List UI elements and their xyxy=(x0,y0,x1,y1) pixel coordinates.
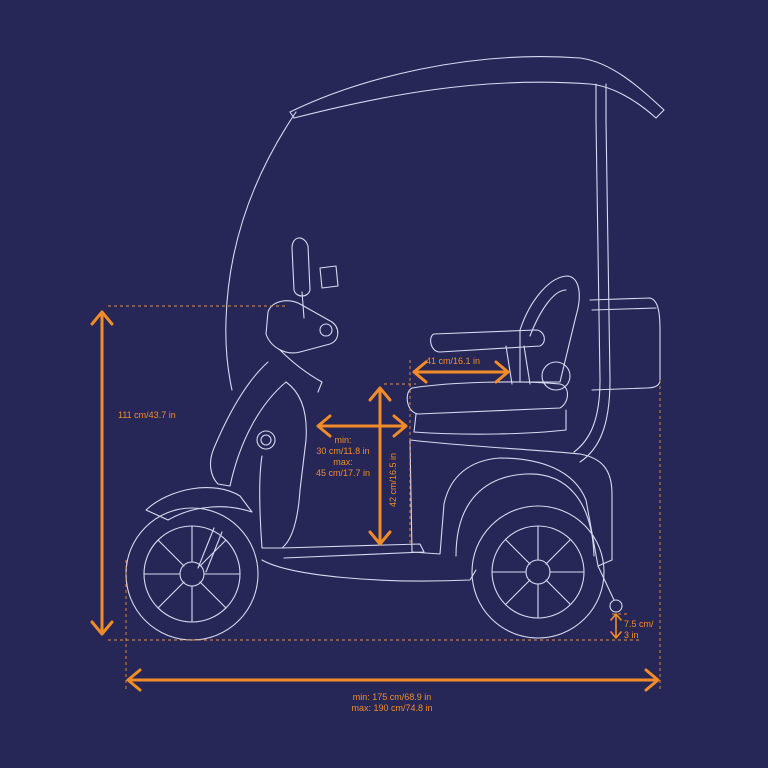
tiller-knob xyxy=(319,323,333,337)
floor-depth-arrow xyxy=(316,414,408,438)
clearance-label-line1: 7.5 cm/ xyxy=(624,619,654,629)
canopy-roof xyxy=(289,56,665,119)
seat-depth-arrow xyxy=(412,360,510,384)
mirror-stem xyxy=(301,291,305,319)
seat-back-inner xyxy=(529,289,567,337)
floor-min-label: min: xyxy=(334,435,351,445)
seat-height-arrow xyxy=(368,386,392,546)
rear-box xyxy=(589,297,661,391)
mirror xyxy=(291,237,311,297)
rear-box-lid xyxy=(591,307,657,311)
mobility-scooter-drawing xyxy=(125,56,665,641)
anti-tip-arm xyxy=(597,565,615,601)
tiller-column xyxy=(279,349,323,393)
clearance-arrow xyxy=(610,613,622,639)
front-spokes xyxy=(143,525,241,623)
rear-fender-arch xyxy=(455,473,595,557)
height-arrow xyxy=(90,310,114,636)
extension-lines xyxy=(108,305,661,690)
lower-chassis xyxy=(261,559,477,582)
headlight-inner xyxy=(260,434,272,446)
floorboard xyxy=(281,543,425,559)
mirror-right xyxy=(319,265,339,289)
anti-tip-wheel xyxy=(609,599,623,613)
small-dimension-arrows xyxy=(610,613,622,639)
seat-depth-label: 41 cm/16.1 in xyxy=(426,356,480,366)
leg-shield xyxy=(259,381,307,549)
dimension-arrows xyxy=(90,310,660,692)
seat-height-label: 42 cm/16.5 in xyxy=(388,453,398,507)
length-min-label: min: 175 cm/68.9 in xyxy=(353,692,432,702)
floor-min-value: 30 cm/11.8 in xyxy=(316,446,369,456)
floor-max-value: 45 cm/17.7 in xyxy=(316,468,370,478)
rear-spokes xyxy=(491,525,585,619)
canopy-pole-inner xyxy=(579,83,611,463)
rear-tire xyxy=(471,505,605,639)
seat-base xyxy=(413,409,567,435)
front-fork xyxy=(197,527,223,573)
front-fairing xyxy=(209,361,287,487)
floor-max-label: max: xyxy=(333,457,353,467)
front-fender xyxy=(145,487,253,521)
armrest xyxy=(430,329,545,353)
armrest-support xyxy=(505,345,531,385)
length-max-label: max: 190 cm/74.8 in xyxy=(351,703,432,713)
clearance-label-line2: 3 in xyxy=(624,630,639,640)
tiller-head xyxy=(265,300,339,354)
seat-back xyxy=(519,275,580,383)
canopy-pole xyxy=(573,83,601,453)
armrest-end xyxy=(541,361,571,391)
headlight xyxy=(256,430,276,450)
length-arrow xyxy=(126,668,660,692)
height-label: 111 cm/43.7 in xyxy=(118,410,176,420)
seat-cushion xyxy=(406,381,569,415)
windshield xyxy=(225,111,297,391)
